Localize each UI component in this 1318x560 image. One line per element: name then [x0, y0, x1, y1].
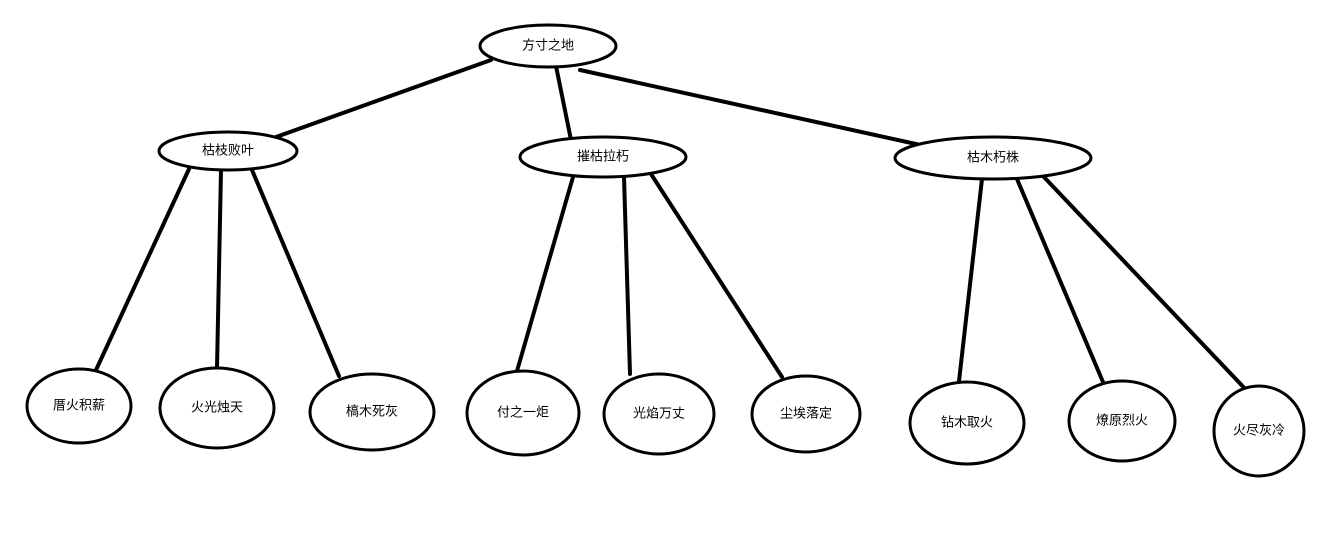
- node-c3-1: 钻木取火: [908, 380, 1026, 466]
- node-c1: 枯枝败叶: [157, 130, 299, 172]
- edge-c2-to-c2-1: [515, 175, 575, 373]
- edge-c3-to-c3-2: [1015, 177, 1105, 384]
- node-label-c2-1: 付之一炬: [497, 406, 549, 421]
- node-label-root: 方寸之地: [522, 38, 574, 54]
- edge-root-to-c3: [578, 68, 927, 148]
- edge-c1-to-c1-1: [94, 167, 191, 372]
- node-ellipse-c2: [518, 135, 688, 179]
- node-c1-1: 厝火积薪: [25, 367, 133, 445]
- node-ellipse-c1-3: [308, 372, 436, 452]
- node-ellipse-c2-1: [465, 369, 581, 457]
- node-ellipse-c1-1: [25, 367, 133, 445]
- edge-c1-to-c1-3: [250, 168, 341, 378]
- edge-c2-to-c2-2: [622, 175, 632, 376]
- node-label-c3: 枯木朽株: [967, 151, 1019, 166]
- edge-c1-to-c1-2: [215, 168, 223, 370]
- node-ellipse-c1: [157, 130, 299, 172]
- node-ellipse-root: [478, 23, 618, 69]
- node-label-c3-3: 火尽灰冷: [1233, 424, 1285, 439]
- node-c3-3: 火尽灰冷: [1212, 384, 1306, 478]
- node-c1-3: 槁木死灰: [308, 372, 436, 452]
- node-root: 方寸之地: [478, 23, 618, 69]
- edge-c3-to-c3-1: [956, 177, 984, 392]
- node-c3: 枯木朽株: [893, 135, 1093, 181]
- node-ellipse-c3-3: [1212, 384, 1306, 478]
- node-c2-1: 付之一炬: [465, 369, 581, 457]
- node-ellipse-c3-2: [1067, 379, 1177, 463]
- node-label-c1-1: 厝火积薪: [53, 399, 105, 414]
- node-label-c1-3: 槁木死灰: [346, 404, 398, 420]
- node-ellipse-c3: [893, 135, 1093, 181]
- node-label-c3-2: 燎原烈火: [1096, 413, 1148, 429]
- node-label-c1-2: 火光烛天: [191, 401, 243, 416]
- node-label-c2-2: 光焰万丈: [633, 407, 685, 422]
- node-c1-2: 火光烛天: [158, 366, 276, 450]
- node-ellipse-c1-2: [158, 366, 276, 450]
- edge-root-to-c1: [274, 58, 493, 139]
- node-label-c1: 枯枝败叶: [202, 144, 254, 159]
- edges-layer: [94, 58, 1253, 397]
- node-label-c2-3: 尘埃落定: [780, 407, 832, 422]
- node-c2: 摧枯拉朽: [518, 135, 688, 179]
- edge-c3-to-c3-3: [1041, 174, 1253, 397]
- node-label-c3-1: 钻木取火: [941, 416, 993, 431]
- node-c2-3: 尘埃落定: [750, 374, 862, 454]
- node-ellipse-c2-2: [602, 372, 716, 456]
- node-c2-2: 光焰万丈: [602, 372, 716, 456]
- edge-c2-to-c2-3: [649, 172, 784, 379]
- edge-root-to-c2: [554, 64, 573, 142]
- node-ellipse-c2-3: [750, 374, 862, 454]
- node-label-c2: 摧枯拉朽: [577, 150, 629, 165]
- node-c3-2: 燎原烈火: [1067, 379, 1177, 463]
- node-ellipse-c3-1: [908, 380, 1026, 466]
